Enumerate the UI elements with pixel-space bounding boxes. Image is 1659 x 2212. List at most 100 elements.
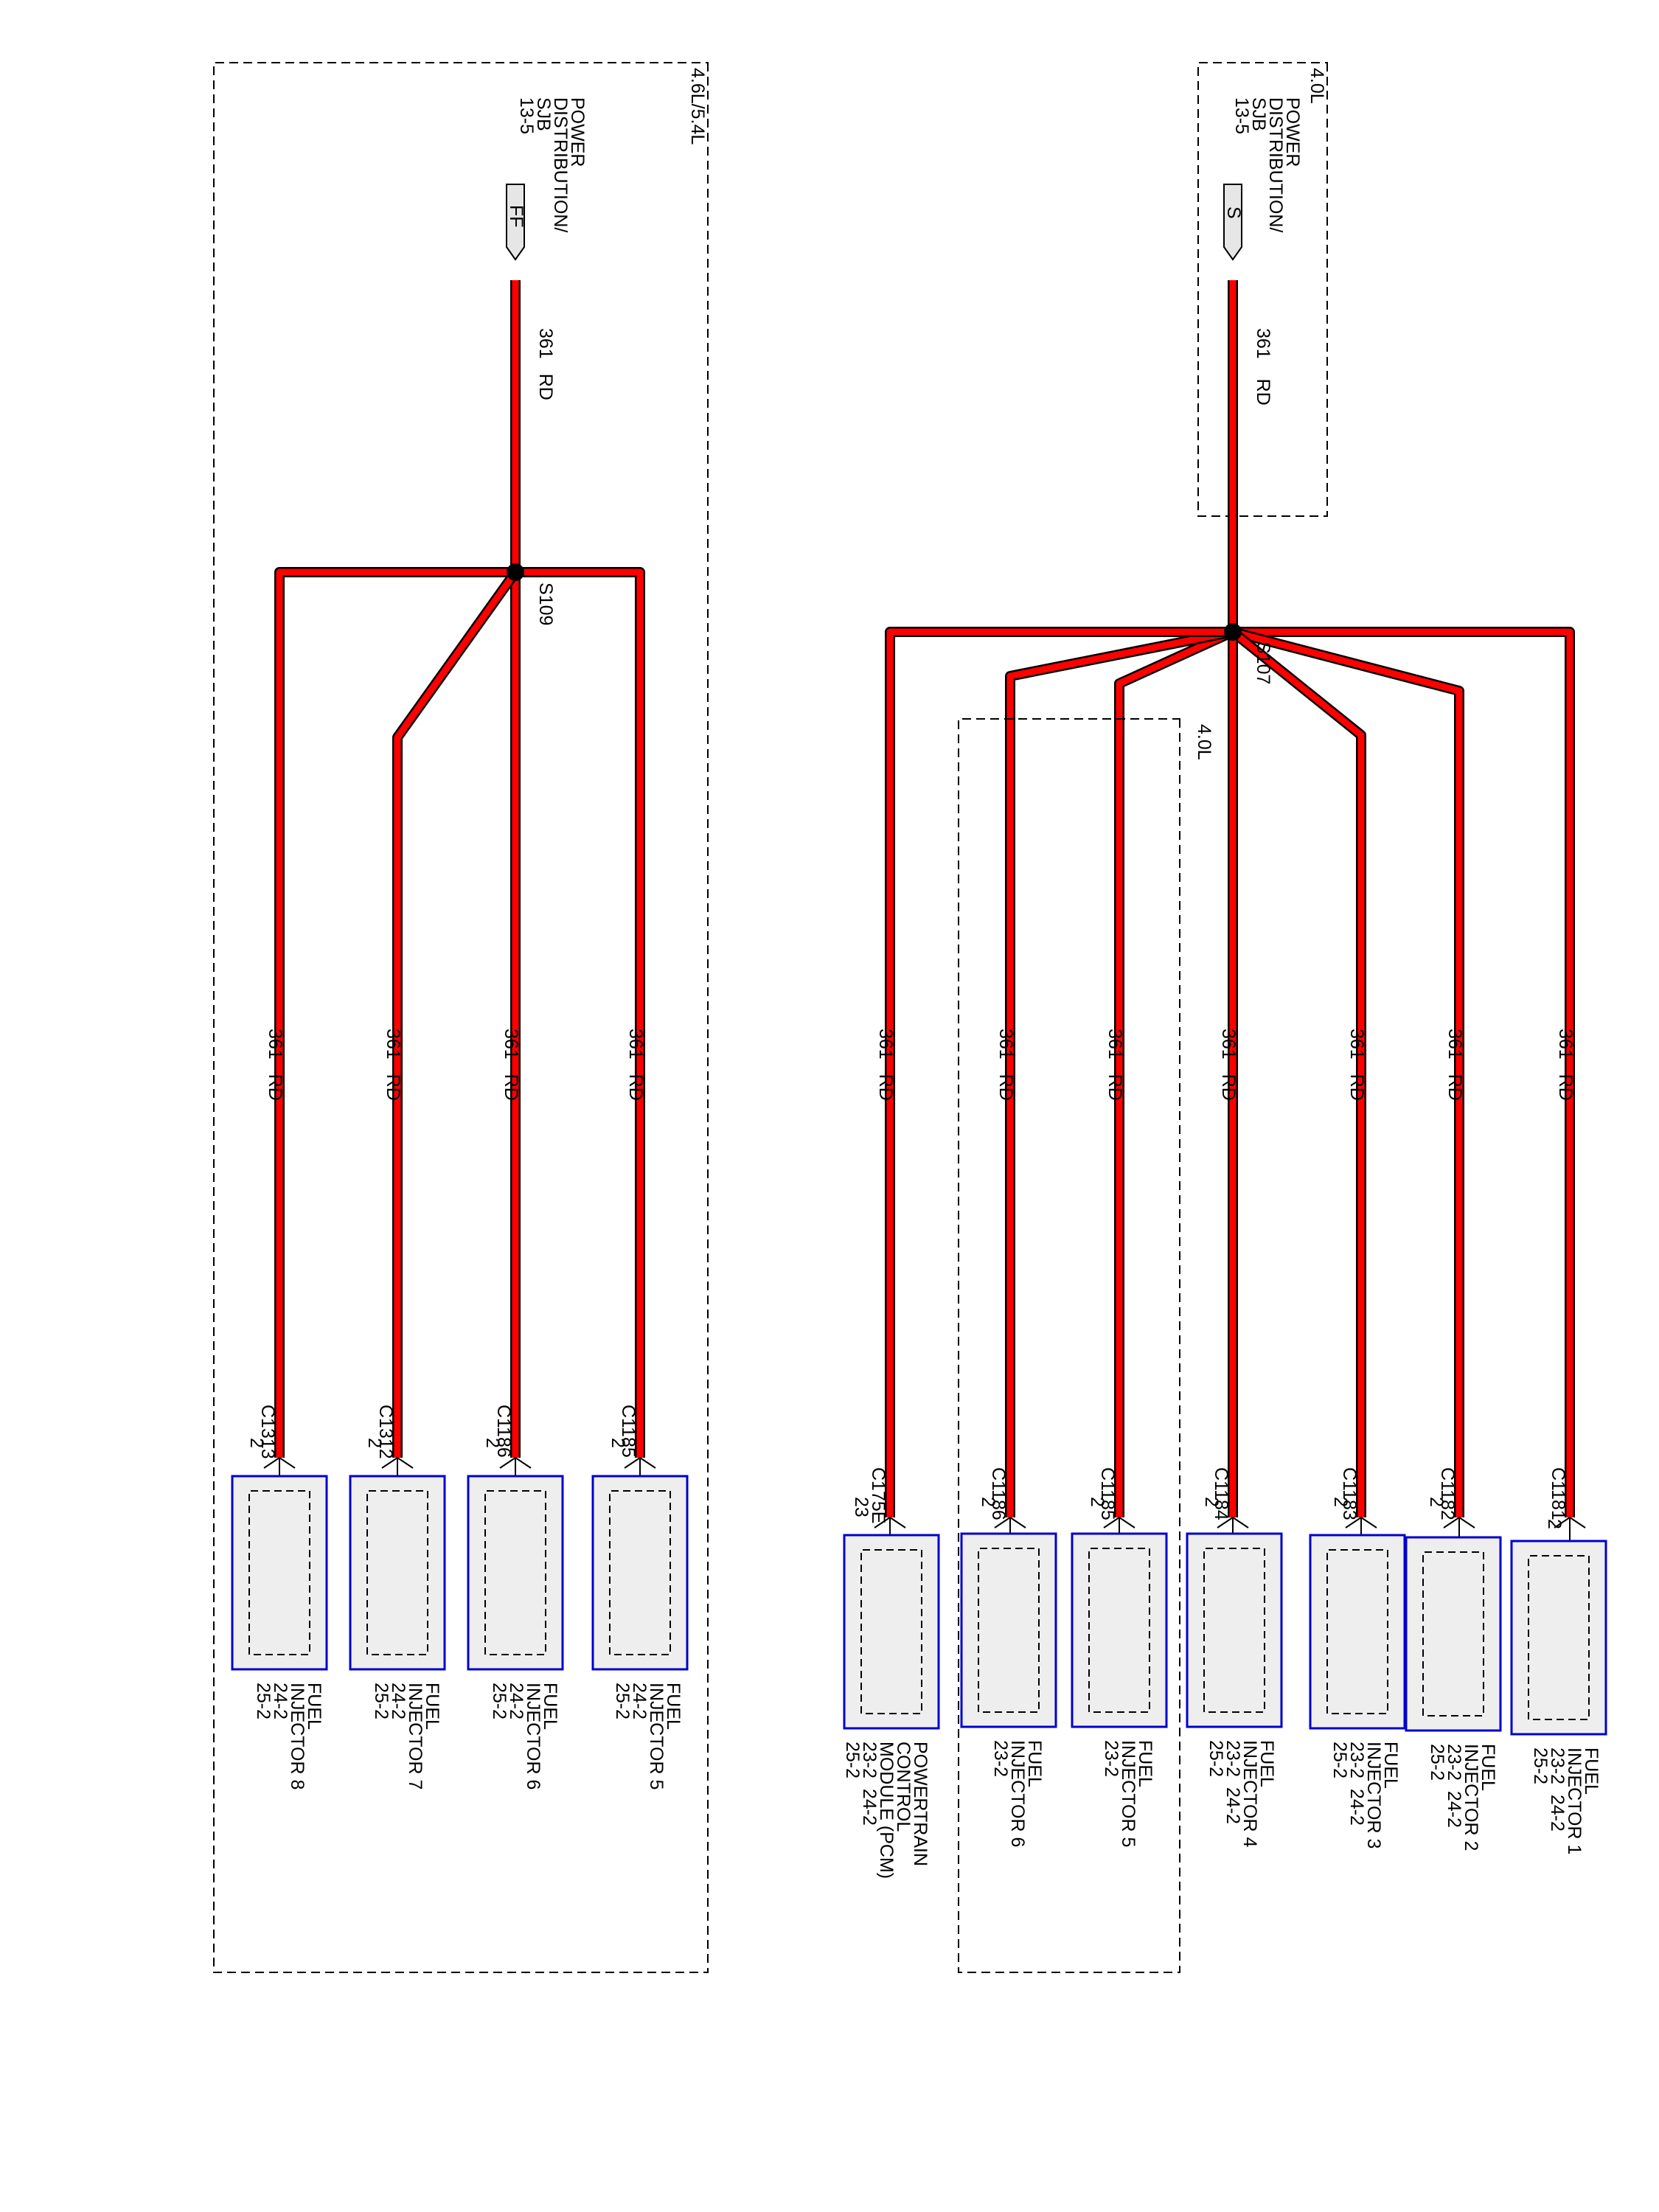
component-fuel-injector-1[interactable]: C1181 2 FUEL INJECTOR 1 23-2 24-2 25-2 bbox=[1510, 1467, 1607, 1860]
connector-arrow bbox=[263, 1456, 296, 1469]
pin-label: 2 bbox=[608, 1438, 628, 1448]
splice-label: S109 bbox=[535, 582, 556, 625]
pin-label: 2 bbox=[1201, 1497, 1222, 1507]
wire-label: 361RD bbox=[501, 1029, 521, 1101]
connector-label: C1183 bbox=[1339, 1467, 1360, 1520]
component-label: FUEL INJECTOR 1 23-2 24-2 25-2 bbox=[1530, 1747, 1601, 1860]
source-box-4-0l bbox=[1197, 62, 1328, 517]
wire-label: 361RD bbox=[1346, 1029, 1367, 1101]
pin-label: 23 bbox=[851, 1497, 872, 1517]
component-inner bbox=[860, 1549, 922, 1714]
component-label: FUEL INJECTOR 5 24-2 25-2 bbox=[612, 1683, 684, 1795]
connector-label: C1186 bbox=[493, 1405, 514, 1458]
component-pcm[interactable]: C175E 23 POWERTRAIN CONTROL MODULE (PCM)… bbox=[842, 1467, 940, 1884]
wire-branch bbox=[394, 570, 518, 1458]
component-label: FUEL INJECTOR 6 24-2 25-2 bbox=[489, 1683, 560, 1795]
connector-arrow bbox=[1345, 1516, 1377, 1528]
source-line: 13-5 bbox=[1231, 97, 1252, 134]
wire-branch bbox=[886, 628, 1233, 1517]
component-inner bbox=[978, 1548, 1040, 1713]
component-fuel-injector-5-v8[interactable]: C1185 2 FUEL INJECTOR 5 24-2 25-2 bbox=[591, 1405, 689, 1795]
component-fuel-injector-7[interactable]: C1312 2 FUEL INJECTOR 7 24-2 25-2 bbox=[349, 1405, 446, 1795]
source-pin-label: S bbox=[1223, 206, 1244, 219]
connector-arrow bbox=[1554, 1516, 1586, 1528]
wire-label: 361RD bbox=[995, 1029, 1016, 1101]
connector-label: C1185 bbox=[1097, 1467, 1118, 1520]
component-inner bbox=[609, 1490, 671, 1655]
component-box bbox=[467, 1475, 564, 1671]
component-label: FUEL INJECTOR 8 24-2 25-2 bbox=[253, 1683, 324, 1795]
source-line: DISTRIBUTION/ bbox=[550, 97, 571, 232]
component-label: FUEL INJECTOR 6 23-2 bbox=[990, 1740, 1045, 1852]
component-fuel-injector-6[interactable]: C1186 2 FUEL INJECTOR 6 23-2 bbox=[960, 1467, 1057, 1852]
splice-label: S107 bbox=[1253, 641, 1273, 684]
wire-label: 361RD bbox=[1105, 1029, 1125, 1101]
component-inner bbox=[1528, 1555, 1590, 1720]
component-fuel-injector-8[interactable]: C1313 2 FUEL INJECTOR 8 24-2 25-2 bbox=[231, 1405, 328, 1795]
connector-arrow bbox=[381, 1456, 414, 1469]
component-fuel-injector-3[interactable]: C1183 2 FUEL INJECTOR 3 23-2 24-2 25-2 bbox=[1309, 1467, 1406, 1854]
component-box bbox=[960, 1532, 1057, 1728]
pin-label: 2 bbox=[1330, 1497, 1351, 1507]
component-box bbox=[591, 1475, 689, 1671]
pin-label: 2 bbox=[364, 1438, 385, 1448]
pin-label: 2 bbox=[1544, 1519, 1565, 1529]
wire-color: RD bbox=[1253, 379, 1273, 406]
component-fuel-injector-2[interactable]: C1182 2 FUEL INJECTOR 2 23-2 24-2 25-2 bbox=[1405, 1467, 1502, 1856]
connector-arrow bbox=[874, 1516, 906, 1528]
connector-label: C1181 bbox=[1548, 1467, 1568, 1520]
wire-label: 361RD bbox=[1444, 1029, 1465, 1101]
connector-arrow bbox=[994, 1516, 1026, 1528]
component-fuel-injector-6-v8[interactable]: C1186 2 FUEL INJECTOR 6 24-2 25-2 bbox=[467, 1405, 564, 1795]
connector-label: C1186 bbox=[988, 1467, 1009, 1520]
connector-label: C1184 bbox=[1211, 1467, 1231, 1520]
source-line: SJB bbox=[533, 97, 554, 131]
wire-branch bbox=[1231, 628, 1463, 1517]
source-line: SJB bbox=[1248, 97, 1269, 131]
wire-branch bbox=[1229, 627, 1366, 1517]
wire-branch bbox=[1233, 627, 1575, 1517]
branch-wires bbox=[274, 567, 645, 1458]
pin-label: 2 bbox=[246, 1438, 267, 1448]
branch-wire-labels: 361RD 361RD 361RD 361RD 361RD 361RD 361R… bbox=[875, 1029, 1576, 1101]
connector-label: C1313 bbox=[257, 1405, 278, 1459]
component-box bbox=[1071, 1532, 1168, 1728]
splice-dot bbox=[507, 563, 524, 581]
branch-wire-labels: 361RD 361RD 361RD 361RD bbox=[265, 1029, 646, 1101]
component-inner bbox=[1326, 1549, 1388, 1714]
component-inner bbox=[484, 1490, 546, 1655]
source-text-4-6l: POWER DISTRIBUTION/ SJB 13-5 bbox=[516, 97, 588, 237]
component-inner bbox=[1088, 1548, 1150, 1713]
wire-branch bbox=[1233, 628, 1573, 1517]
wire-label: 361RD bbox=[265, 1029, 285, 1101]
source-line: DISTRIBUTION/ bbox=[1265, 97, 1286, 232]
component-inner bbox=[248, 1490, 310, 1655]
section-label-4-0l: 4.0L bbox=[1307, 68, 1327, 104]
pin-label: 2 bbox=[482, 1438, 503, 1448]
source-connector-ff bbox=[506, 184, 525, 261]
pin-label: 2 bbox=[1087, 1497, 1107, 1507]
connector-label: C1182 bbox=[1437, 1467, 1458, 1520]
wire-label: 361RD bbox=[625, 1029, 646, 1101]
wire-branch bbox=[515, 568, 644, 1458]
source-line: 13-5 bbox=[516, 97, 537, 134]
connector-label: C1185 bbox=[618, 1405, 639, 1458]
pin-label: 2 bbox=[978, 1497, 998, 1507]
wire-branch bbox=[515, 567, 645, 1458]
wire-label: 361RD bbox=[1555, 1029, 1576, 1101]
component-box bbox=[349, 1475, 446, 1671]
component-box bbox=[1309, 1534, 1406, 1730]
connector-arrow bbox=[499, 1456, 532, 1469]
component-fuel-injector-4[interactable]: C1184 2 FUEL INJECTOR 4 23-2 24-2 25-2 bbox=[1186, 1467, 1283, 1852]
source-pin-label: FF bbox=[506, 205, 526, 228]
component-label: FUEL INJECTOR 4 23-2 24-2 25-2 bbox=[1206, 1740, 1277, 1852]
component-inner bbox=[1422, 1551, 1484, 1717]
inner-box-label: 4.0L bbox=[1194, 724, 1214, 760]
source-line: POWER bbox=[567, 97, 588, 167]
component-fuel-injector-5[interactable]: C1185 2 FUEL INJECTOR 5 23-2 bbox=[1071, 1467, 1168, 1852]
component-inner bbox=[1203, 1548, 1265, 1713]
pin-label: 2 bbox=[1426, 1497, 1447, 1507]
wire-label: 361RD bbox=[875, 1029, 896, 1101]
wire-branch bbox=[392, 568, 520, 1458]
